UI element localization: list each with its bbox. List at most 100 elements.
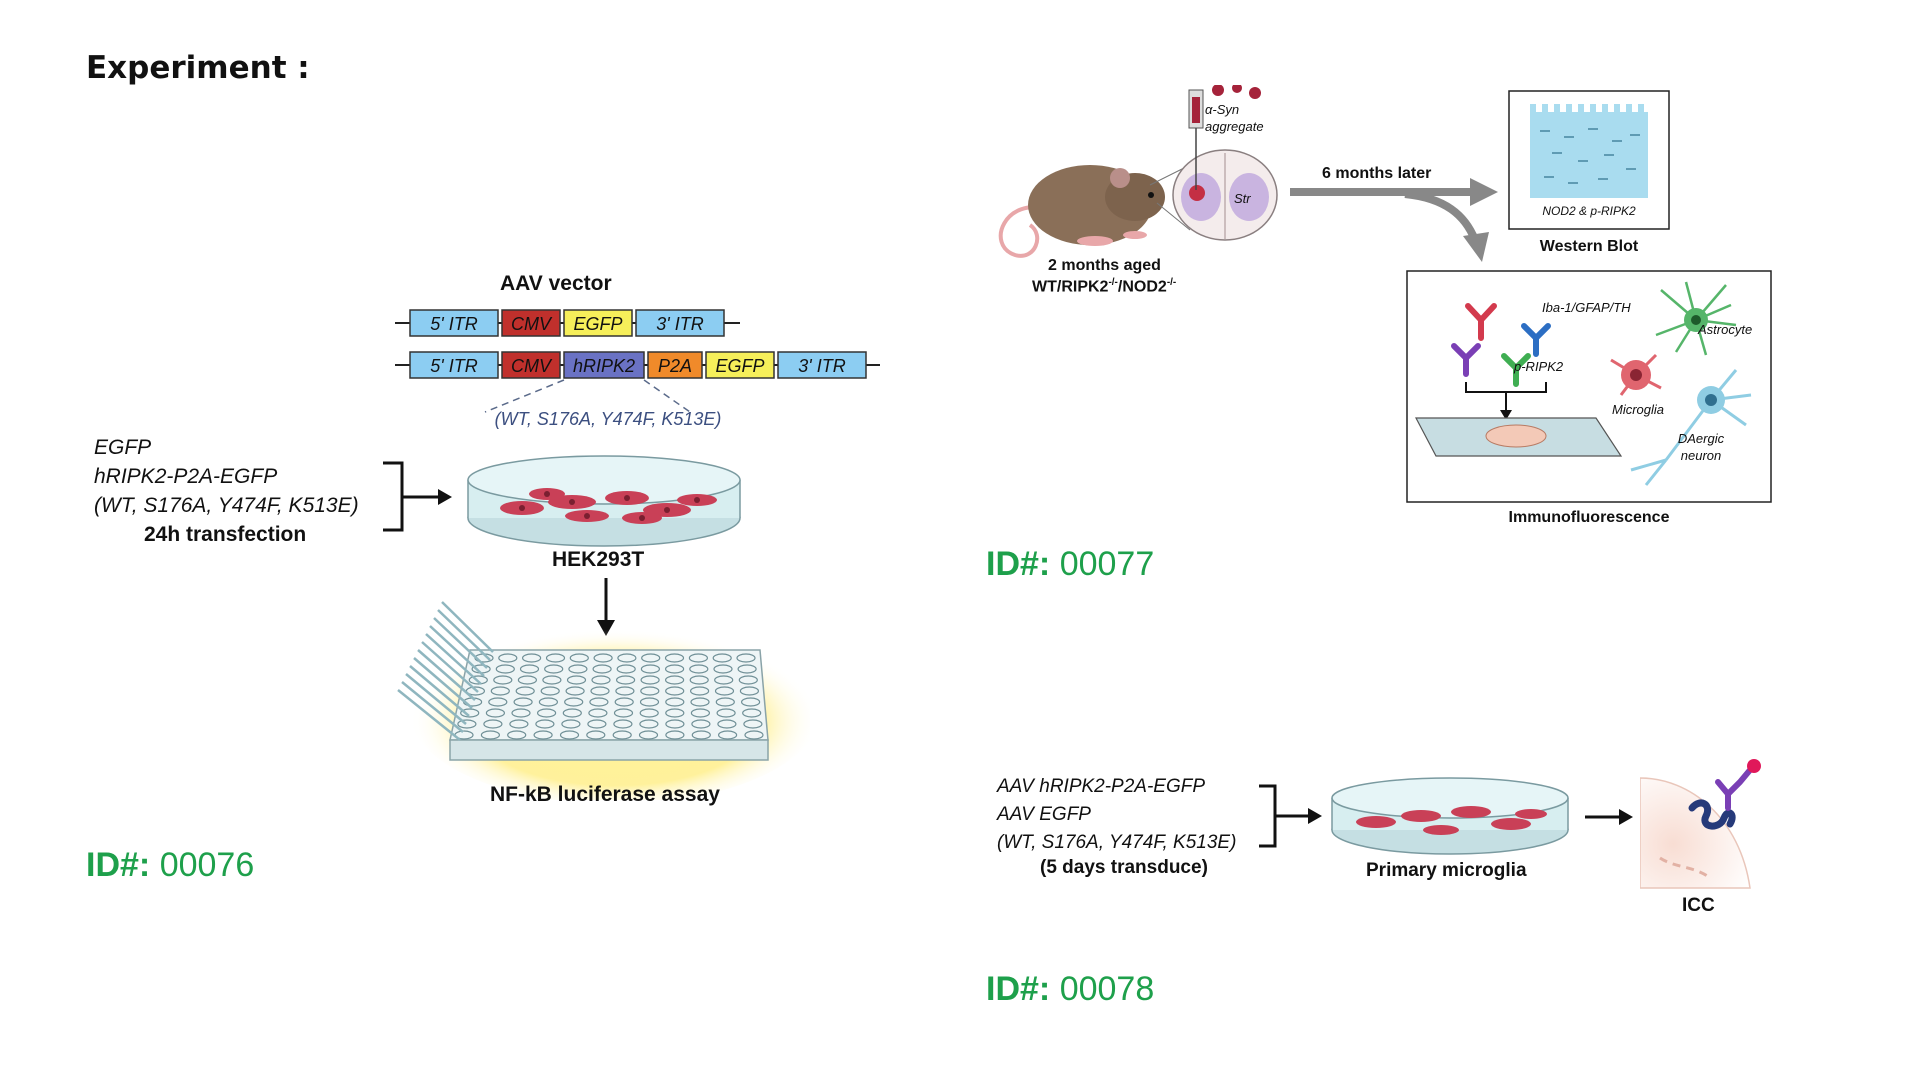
- well: [533, 730, 553, 740]
- well: [639, 719, 659, 729]
- c2-label-1: CMV: [511, 356, 553, 376]
- transfect-line-2: hRIPK2-P2A-EGFP: [94, 465, 278, 488]
- well: [593, 653, 613, 663]
- well: [691, 719, 711, 729]
- hek293t-label: HEK293T: [552, 548, 645, 571]
- well: [665, 675, 685, 685]
- c1-label-0: 5' ITR: [430, 314, 477, 334]
- page-title: Experiment :: [86, 50, 310, 86]
- transduce-line-2: AAV EGFP: [997, 804, 1091, 825]
- antibody-purple: [1451, 343, 1481, 377]
- c1-itr5-segment: [409, 309, 499, 337]
- well: [544, 664, 564, 674]
- id-number-78: 00078: [1059, 970, 1155, 1008]
- well: [613, 719, 633, 729]
- well: [665, 664, 685, 674]
- transduce-time: (5 days transduce): [1040, 857, 1208, 878]
- well: [690, 708, 710, 718]
- variants-callout: (WT, S176A, Y474F, K513E): [495, 409, 722, 429]
- well: [483, 719, 503, 729]
- well: [640, 686, 660, 696]
- well: [713, 664, 733, 674]
- c2-egfp-segment: [705, 351, 775, 379]
- well: [587, 719, 607, 729]
- well: [545, 653, 566, 663]
- antibody-red: [1465, 303, 1497, 341]
- well: [565, 686, 585, 696]
- well: [744, 730, 764, 740]
- c1-label-1: CMV: [511, 314, 553, 334]
- icc-illustration: [1640, 759, 1761, 889]
- primary-microglia-label: Primary microglia: [1366, 860, 1527, 881]
- luciferase-plate: [397, 601, 810, 800]
- well: [613, 708, 634, 718]
- well: [617, 653, 637, 663]
- well: [665, 730, 685, 740]
- well: [488, 697, 508, 707]
- well: [490, 686, 510, 696]
- well: [688, 653, 708, 663]
- c1-label-3: 3' ITR: [656, 314, 703, 334]
- well: [592, 664, 612, 674]
- antibody-blue: [1521, 323, 1551, 357]
- well: [468, 675, 488, 685]
- transduce-bracket-arrow: [1259, 784, 1322, 848]
- id-00077: ID#: 00077: [986, 545, 1154, 584]
- well: [640, 675, 660, 685]
- well: [495, 664, 515, 674]
- c1-egfp-segment: [563, 309, 633, 337]
- well: [714, 675, 734, 685]
- well: [457, 719, 477, 729]
- transduce-line-1: AAV hRIPK2-P2A-EGFP: [997, 776, 1206, 797]
- c2-itr3-segment: [777, 351, 867, 379]
- well: [738, 675, 758, 685]
- well: [569, 653, 589, 663]
- transfect-line-1: EGFP: [94, 436, 152, 459]
- well: [515, 686, 535, 696]
- western-blot: [1508, 90, 1670, 230]
- well: [564, 697, 584, 707]
- well: [562, 708, 582, 718]
- well-grid: [454, 653, 764, 740]
- c2-label-2: hRIPK2: [573, 356, 635, 376]
- c2-label-4: EGFP: [715, 356, 764, 376]
- genotype-sup-2: -/-: [1166, 277, 1177, 288]
- well: [517, 675, 537, 685]
- mouse-genotype: WT/RIPK2-/-/NOD2-/-: [1032, 277, 1176, 296]
- transfect-time: 24h transfection: [144, 523, 307, 546]
- microglia-dish: [1331, 777, 1569, 855]
- well: [460, 708, 480, 718]
- well: [612, 730, 632, 740]
- well: [739, 686, 759, 696]
- aggregate-line-2: aggregate: [1205, 119, 1264, 134]
- well: [665, 708, 685, 718]
- id-prefix-77: ID#:: [986, 545, 1051, 583]
- id-number-76: 00076: [159, 846, 255, 884]
- id-00076: ID#: 00076: [86, 846, 254, 885]
- well: [665, 719, 685, 729]
- well: [538, 697, 558, 707]
- well: [561, 719, 581, 729]
- id-prefix-76: ID#:: [86, 846, 151, 884]
- well: [716, 708, 736, 718]
- well: [519, 664, 540, 674]
- well: [588, 708, 608, 718]
- well: [715, 697, 735, 707]
- transfect-bracket-arrow: [383, 461, 452, 532]
- well: [665, 697, 685, 707]
- well: [507, 730, 527, 740]
- well: [717, 719, 737, 729]
- mouse-injection-illustration: [998, 85, 1278, 258]
- well: [742, 708, 762, 718]
- well: [615, 686, 635, 696]
- genotype-part-1: WT/RIPK2: [1032, 278, 1109, 296]
- well: [690, 686, 710, 696]
- aggregate-line-1: α-Syn: [1205, 102, 1240, 117]
- blot-label: NOD2 & p-RIPK2: [1542, 204, 1636, 218]
- well: [540, 686, 560, 696]
- six-months-arrows: [1290, 178, 1498, 262]
- c2-hripk2-segment: [563, 351, 645, 379]
- antibody-label-2: p-RIPK2: [1514, 359, 1564, 374]
- id-number-77: 00077: [1059, 545, 1155, 583]
- well: [485, 708, 506, 718]
